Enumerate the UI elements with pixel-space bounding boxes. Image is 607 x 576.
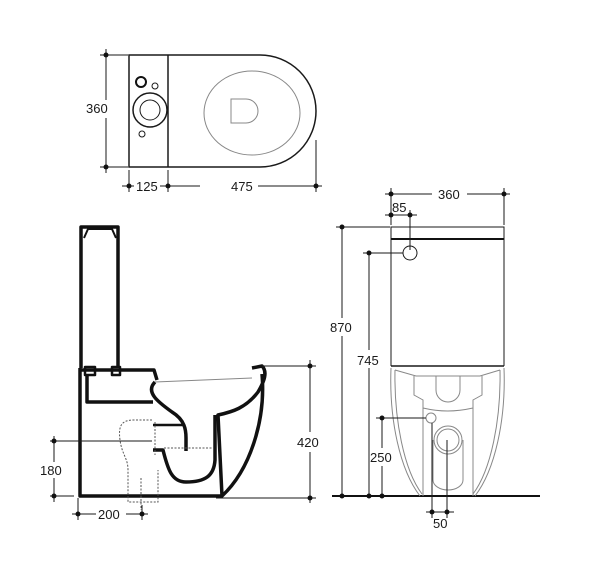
top-view: 360 125 475 bbox=[86, 49, 322, 194]
dim-total-height-label: 870 bbox=[330, 320, 352, 335]
drain-pipe bbox=[119, 419, 159, 503]
tank-front bbox=[390, 239, 505, 366]
dim-inlet-offset-label: 85 bbox=[392, 200, 406, 215]
front-view: 360 85 870 745 250 50 bbox=[330, 187, 540, 531]
bowl-front bbox=[390, 367, 505, 497]
bowl-outer bbox=[216, 364, 267, 498]
bowl-base bbox=[78, 368, 222, 498]
tank-hole-small bbox=[151, 82, 159, 90]
dim-inlet-height-label: 745 bbox=[357, 353, 379, 368]
tank-hole-small bbox=[138, 130, 146, 138]
side-view: 420 180 200 bbox=[40, 225, 319, 522]
tank-lid bbox=[390, 226, 505, 240]
tank-hole bbox=[135, 76, 147, 88]
top-outline bbox=[128, 54, 317, 168]
seat-outline bbox=[203, 70, 301, 156]
dim-bowl-length-label: 475 bbox=[231, 179, 253, 194]
tank-side bbox=[79, 225, 120, 368]
dim-rim-height-label: 420 bbox=[297, 435, 319, 450]
dim-depth-label: 360 bbox=[86, 101, 108, 116]
dim-water-inlet-height-label: 250 bbox=[370, 450, 392, 465]
outlet-circle bbox=[433, 425, 463, 455]
dim-water-inlet-offset-label: 50 bbox=[433, 516, 447, 531]
flush-button-outer bbox=[132, 92, 168, 128]
drain-shape bbox=[230, 98, 259, 124]
tank-base bbox=[85, 376, 153, 404]
dim-width-label: 360 bbox=[438, 187, 460, 202]
dim-outlet-distance-label: 200 bbox=[98, 507, 120, 522]
flush-button-inner bbox=[139, 99, 161, 121]
dim-tank-length-label: 125 bbox=[136, 179, 158, 194]
water-inlet bbox=[425, 412, 437, 424]
dim-outlet-height-label: 180 bbox=[40, 463, 62, 478]
